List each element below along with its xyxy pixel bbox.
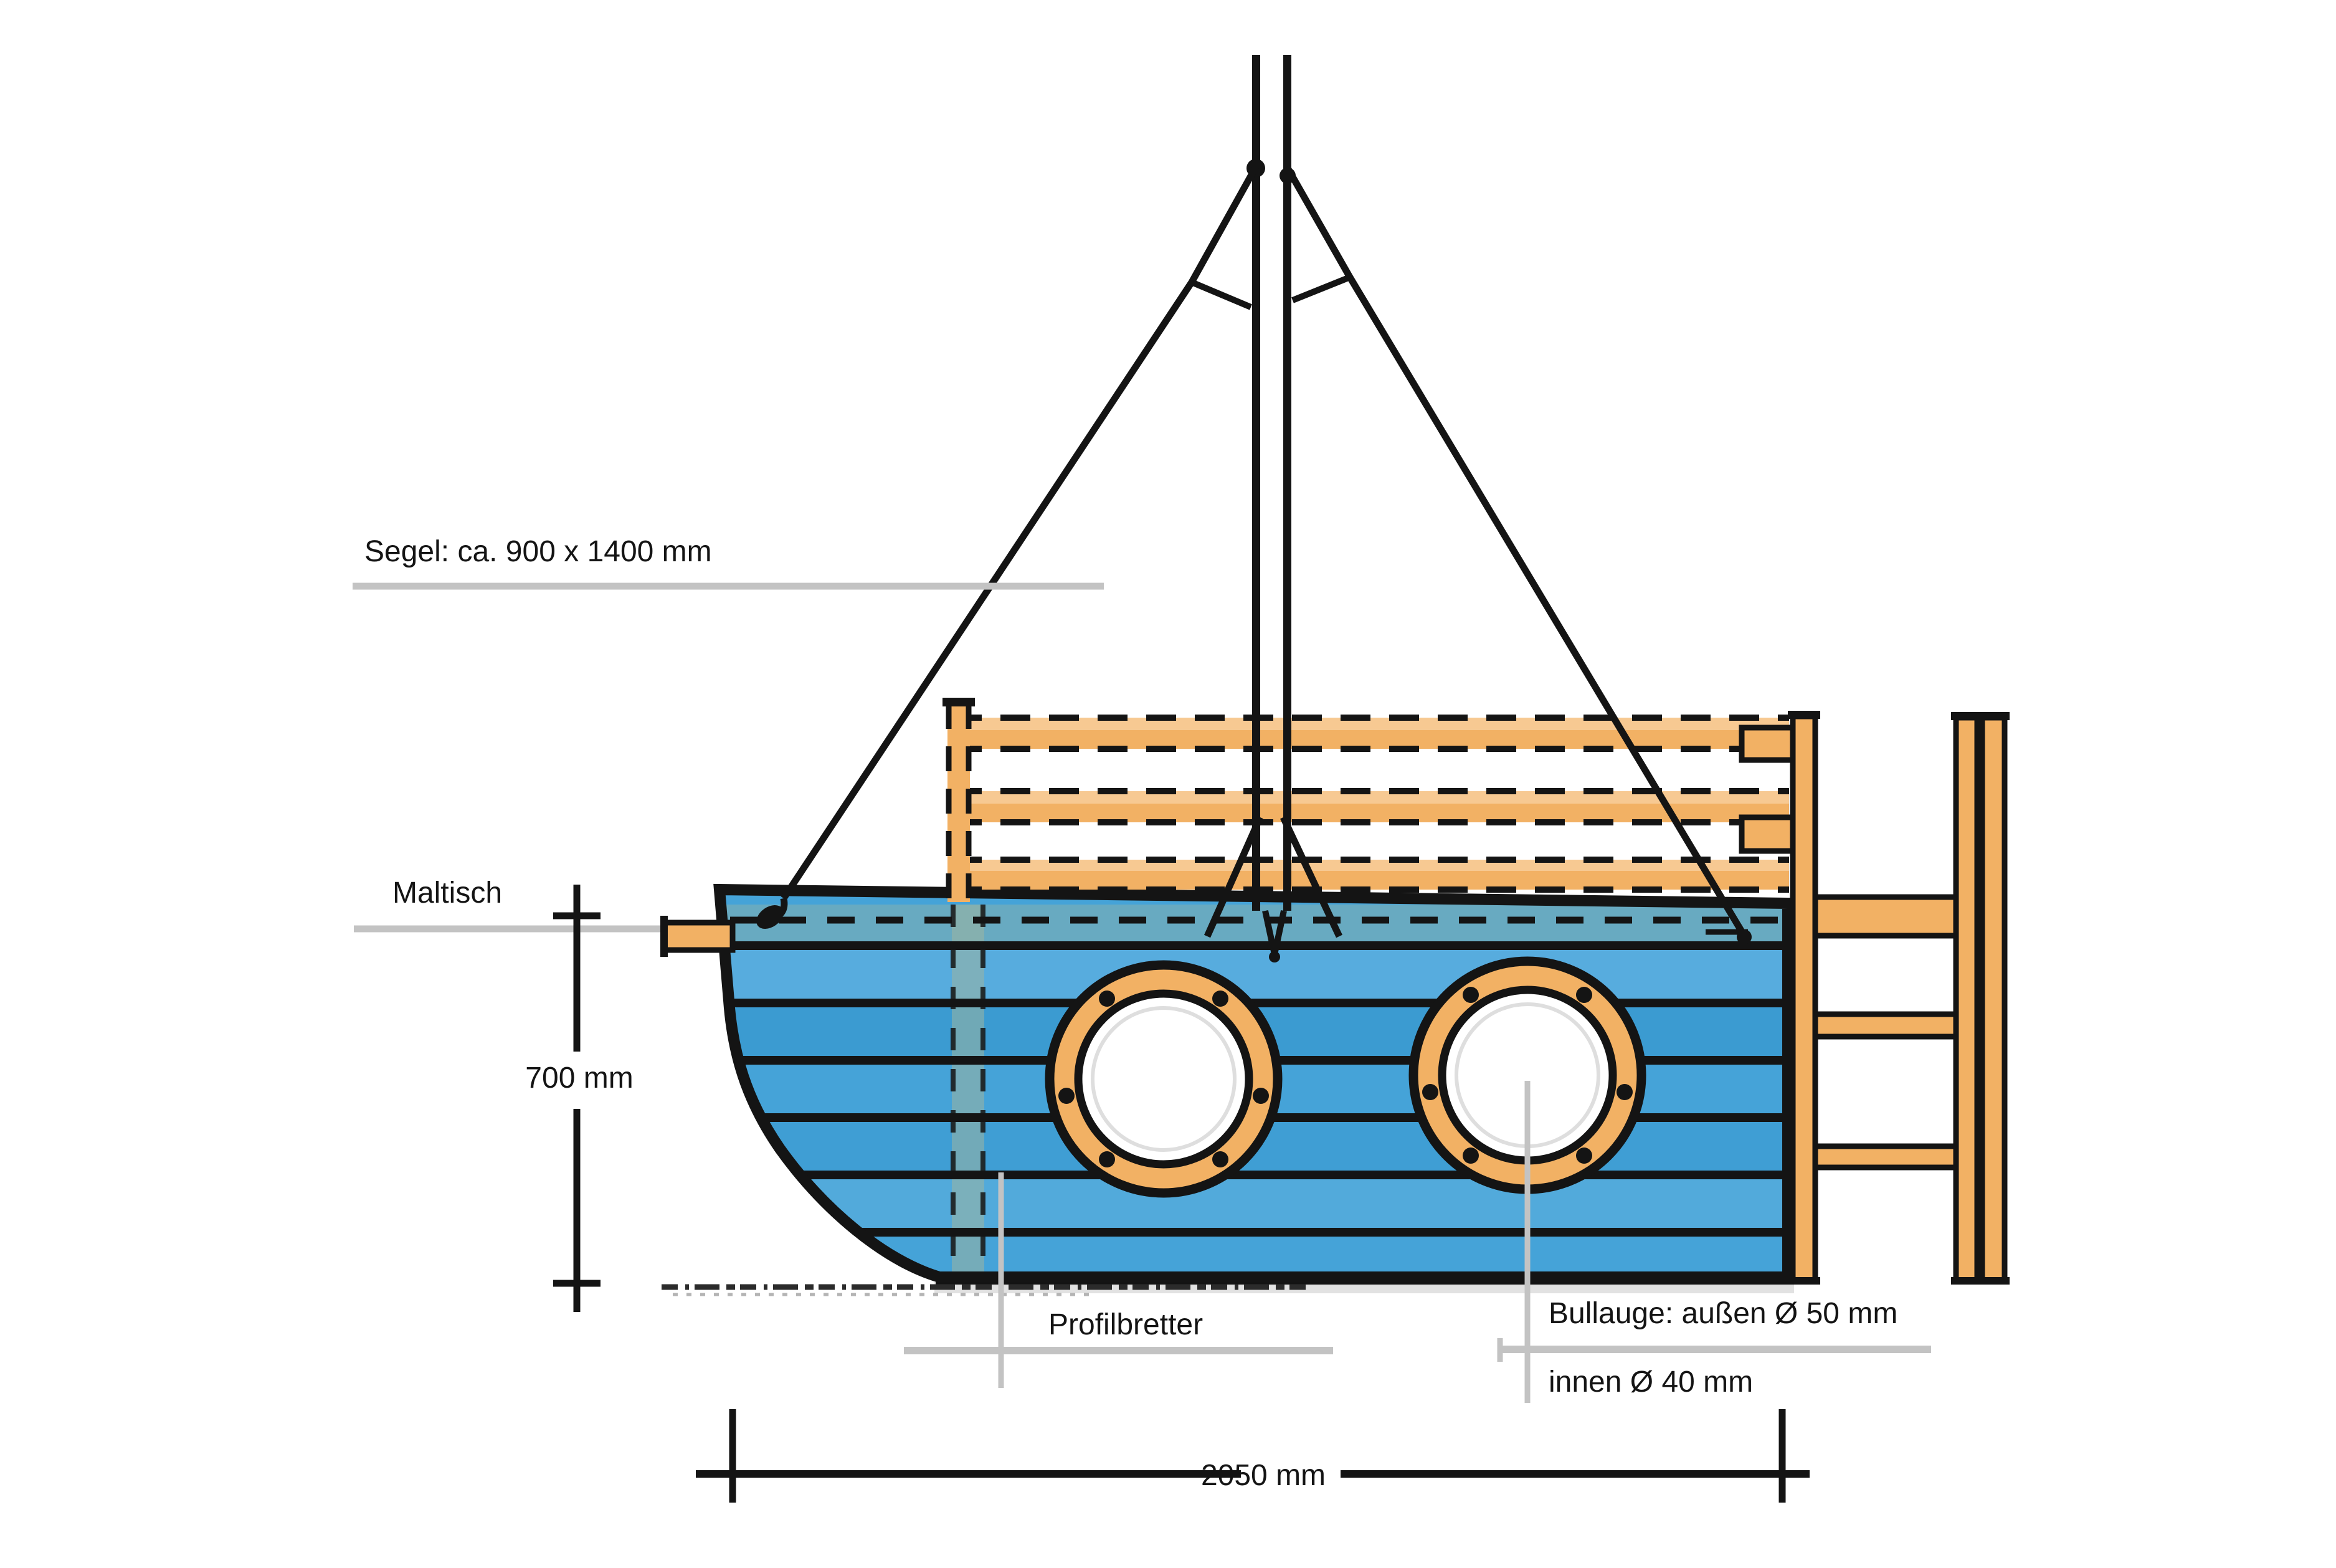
dimension-2050mm	[696, 1409, 1810, 1503]
mast-brace-right	[1280, 815, 1342, 938]
bolt	[1422, 1084, 1438, 1100]
bolt	[1463, 1147, 1479, 1164]
mast-left-edge	[1252, 55, 1260, 911]
mast-foot-knob	[1269, 951, 1280, 962]
porthole-glass	[1074, 989, 1253, 1169]
mast	[1246, 55, 1296, 911]
label-bullauge-inner: innen Ø 40 mm	[1549, 1366, 1753, 1399]
bolt	[1058, 1088, 1075, 1104]
bolt	[1463, 987, 1479, 1003]
label-height-700mm: 700 mm	[525, 1062, 633, 1095]
stay-right	[1284, 165, 1747, 938]
stay-left	[781, 165, 1259, 901]
spreader-left	[1190, 279, 1252, 310]
hidden-post-band	[952, 905, 984, 1277]
leader-lines	[353, 582, 1931, 1403]
spreader-right	[1291, 274, 1351, 303]
mast-table	[660, 916, 736, 957]
porthole-bolts	[1422, 987, 1633, 1164]
railing-rail-top-highlight	[962, 718, 1789, 730]
hull-outline	[713, 883, 1793, 1283]
ladder-rail-outer	[1979, 715, 2008, 1283]
label-length-2050mm: 2050 mm	[1201, 1459, 1326, 1492]
bolt	[1576, 987, 1592, 1003]
ladder-rung-bottom	[1811, 1143, 1960, 1171]
plank-band-light	[719, 946, 1788, 1003]
bolt	[1253, 1088, 1269, 1104]
hull-shadow	[934, 1282, 1794, 1293]
porthole-left	[1045, 960, 1283, 1198]
bulwark-railing	[942, 698, 1796, 902]
porthole-bolts	[1058, 991, 1269, 1167]
bolt	[1212, 991, 1228, 1007]
spreaders	[1190, 274, 1351, 310]
label-bullauge-outer: Bullauge: außen Ø 50 mm	[1549, 1297, 1897, 1330]
mast-brace-left	[1204, 815, 1264, 938]
label-maltisch: Maltisch	[392, 877, 502, 910]
railing-rail-bottom-highlight	[962, 860, 1789, 871]
railing-front-post-cap	[942, 698, 975, 706]
stern-post-bottom-cap	[1788, 1277, 1820, 1285]
railing-dashed-lines	[952, 715, 1789, 893]
ladder-rung-middle	[1811, 1011, 1960, 1040]
ground	[662, 1282, 1794, 1296]
stay-right-anchor-knot	[1737, 929, 1752, 944]
stern-post-top-cap	[1788, 711, 1820, 719]
bolt	[1212, 1151, 1228, 1167]
dimension-700mm	[553, 885, 601, 1312]
label-profilbretter: Profilbretter	[1048, 1308, 1203, 1341]
stern-rail-stub-bottom	[1739, 814, 1796, 854]
deck-edge-band	[719, 905, 1788, 944]
mast-right-edge	[1283, 55, 1291, 911]
stern-ladder	[1788, 711, 2010, 1285]
label-sail: Segel: ca. 900 x 1400 mm	[364, 535, 712, 568]
porthole-right	[1408, 956, 1646, 1194]
bolt	[1099, 991, 1115, 1007]
stay-left-anchor-knot	[756, 905, 784, 929]
ladder-bottom-cap	[1951, 1277, 2010, 1285]
bolt	[1099, 1151, 1115, 1167]
ladder-top-cap	[1951, 712, 2010, 720]
stern-post	[1790, 713, 1818, 1283]
porthole-glass-ring	[1091, 1006, 1237, 1152]
stern-rail-stub-top	[1739, 725, 1796, 763]
bolt	[1617, 1084, 1633, 1100]
bolt	[1576, 1147, 1592, 1164]
plank-band-light2	[719, 1175, 1788, 1232]
mast-foot	[1204, 815, 1342, 962]
ladder-rail-inner	[1953, 715, 1980, 1283]
maltisch-plank	[661, 919, 736, 953]
